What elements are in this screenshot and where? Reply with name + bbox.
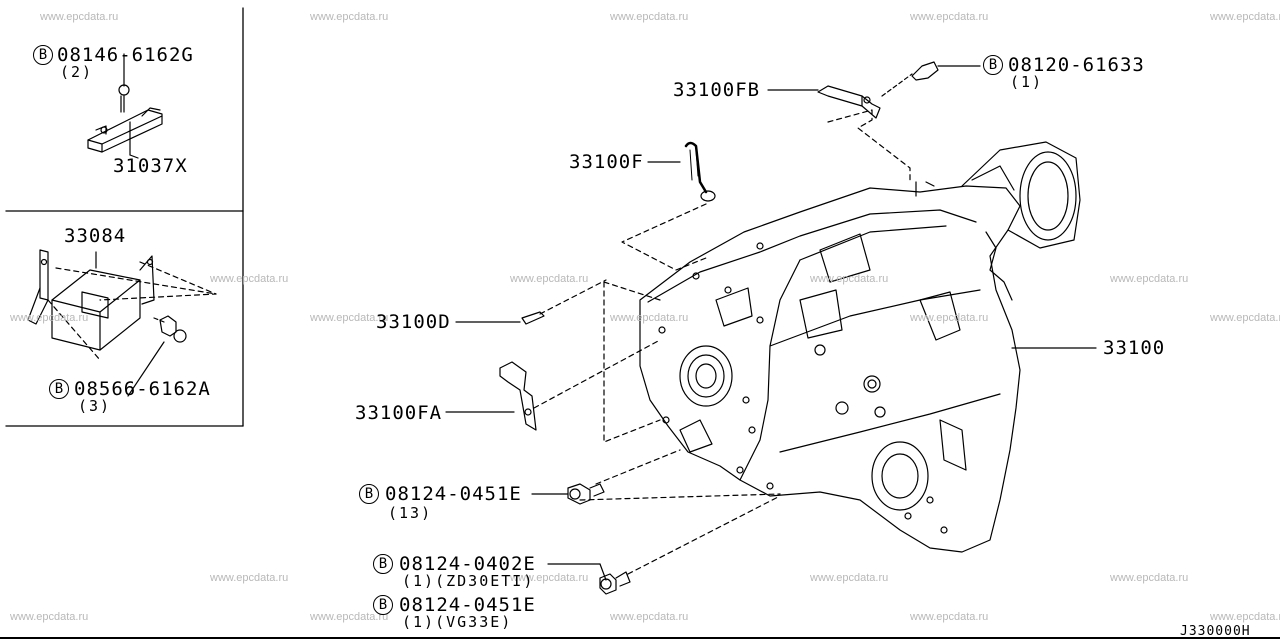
watermark: www.epcdata.ru <box>210 273 289 285</box>
part-label-08566-6162a[interactable]: 08566-6162A <box>74 378 211 400</box>
control-unit-33084-drawing <box>27 249 217 397</box>
bolt-marker: B <box>359 484 379 504</box>
part-label-08124-0451e[interactable]: 08124-0451E <box>385 483 522 505</box>
part-label-33100d[interactable]: 33100D <box>376 311 451 333</box>
part-label-33100[interactable]: 33100 <box>1103 337 1166 359</box>
watermark: www.epcdata.ru <box>310 312 389 324</box>
watermark: www.epcdata.ru <box>510 572 589 584</box>
qty-label: (1) <box>1010 73 1044 91</box>
diagram-code: J330000H <box>1180 624 1251 639</box>
watermark: www.epcdata.ru <box>1110 273 1189 285</box>
part-label-08124-0451e-vg33e[interactable]: 08124-0451E <box>399 594 536 616</box>
watermark: www.epcdata.ru <box>310 611 389 623</box>
bracket-33100fb-drawing <box>767 61 981 181</box>
watermark: www.epcdata.ru <box>610 611 689 623</box>
watermark: www.epcdata.ru <box>210 572 289 584</box>
watermark: www.epcdata.ru <box>610 312 689 324</box>
bracket-33100fa-drawing <box>445 281 661 443</box>
part-label-08146-6162g[interactable]: 08146-6162G <box>57 44 194 66</box>
watermark: www.epcdata.ru <box>910 312 989 324</box>
watermark: www.epcdata.ru <box>1210 11 1280 23</box>
transfer-case-33100-drawing <box>639 141 1081 553</box>
watermark: www.epcdata.ru <box>810 572 889 584</box>
qty-label: (1)(VG33E) <box>402 613 513 631</box>
bracket-31037x-drawing <box>87 53 163 159</box>
watermark: www.epcdata.ru <box>10 611 89 623</box>
dipstick-33100f-drawing <box>621 141 716 271</box>
bolt-marker: B <box>373 554 393 574</box>
watermark: www.epcdata.ru <box>610 11 689 23</box>
part-label-33084[interactable]: 33084 <box>64 225 127 247</box>
watermark: www.epcdata.ru <box>910 11 989 23</box>
qty-label: (1)(ZD30ETI) <box>402 572 535 590</box>
watermark: www.epcdata.ru <box>310 11 389 23</box>
watermark: www.epcdata.ru <box>1210 611 1280 623</box>
leader-lines <box>531 347 1097 595</box>
pin-33100d-drawing <box>455 279 607 325</box>
qty-label: (13) <box>388 504 433 522</box>
watermark: www.epcdata.ru <box>40 11 119 23</box>
part-label-08120-61633[interactable]: 08120-61633 <box>1008 54 1145 76</box>
part-label-08124-0402e[interactable]: 08124-0402E <box>399 553 536 575</box>
part-label-31037x[interactable]: 31037X <box>113 155 188 177</box>
bolt-marker: B <box>33 45 53 65</box>
watermark: www.epcdata.ru <box>1110 572 1189 584</box>
watermark: www.epcdata.ru <box>10 312 89 324</box>
bolt-marker: B <box>373 595 393 615</box>
inset-frames <box>0 7 1280 639</box>
watermark: www.epcdata.ru <box>810 273 889 285</box>
watermark: www.epcdata.ru <box>1210 312 1280 324</box>
part-label-33100fa[interactable]: 33100FA <box>355 402 443 424</box>
part-label-33100f[interactable]: 33100F <box>569 151 644 173</box>
bolt-marker: B <box>49 379 69 399</box>
watermark: www.epcdata.ru <box>910 611 989 623</box>
qty-label: (2) <box>60 63 94 81</box>
qty-label: (3) <box>78 397 112 415</box>
bolt-marker: B <box>983 55 1003 75</box>
watermark: www.epcdata.ru <box>510 273 589 285</box>
part-label-33100fb[interactable]: 33100FB <box>673 79 761 101</box>
